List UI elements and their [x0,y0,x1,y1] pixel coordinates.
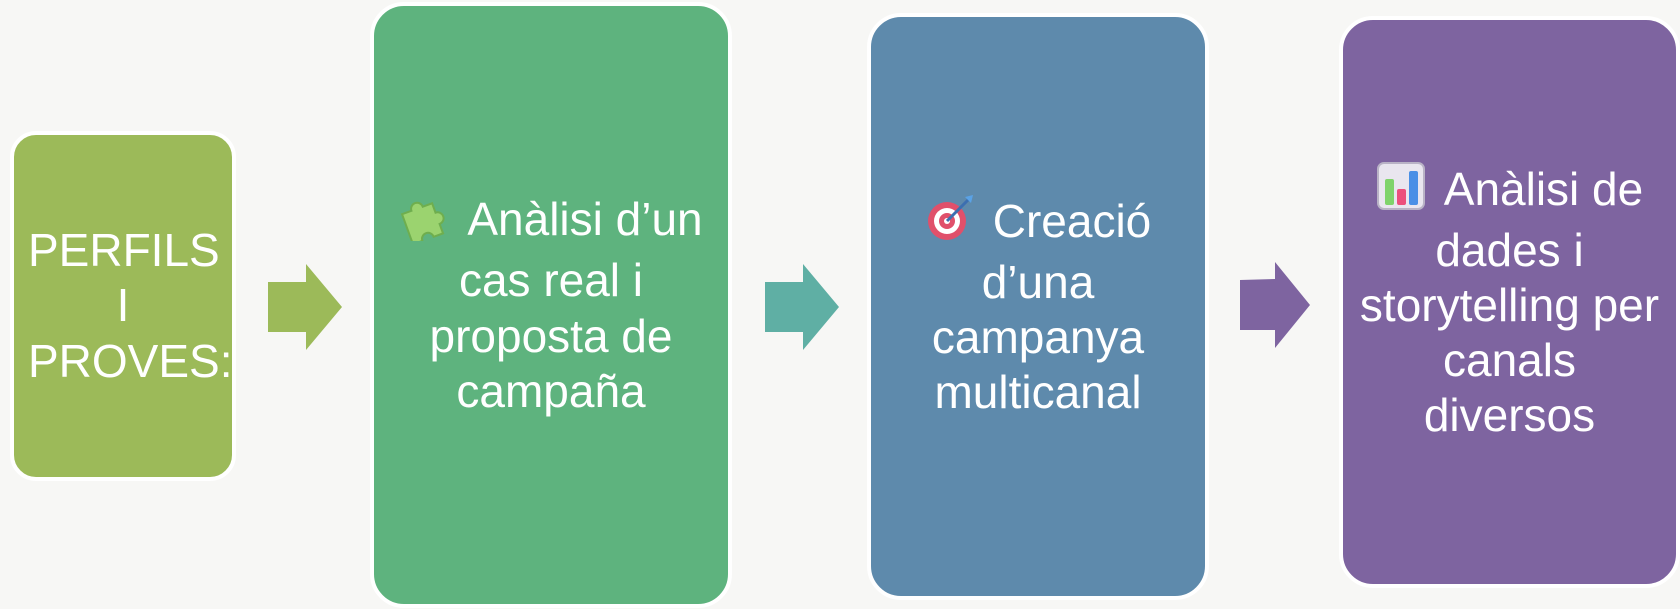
arrow-right-icon [765,264,839,350]
step-box-analisi-cas: Anàlisi d’un cas real i proposta de camp… [370,2,732,608]
step-box-perfils: PERFILS I PROVES: [10,131,236,481]
puzzle-piece-icon [399,191,449,253]
step-label: Anàlisi d’un cas real i proposta de camp… [429,193,703,417]
step-label: PERFILS I PROVES: [28,224,233,387]
bar-chart-icon [1376,161,1426,223]
step-box-campanya: Creació d’una campanya multicanal [867,13,1209,600]
arrow-right-icon [268,264,342,350]
step-box-analisi-dades: Anàlisi de dades i storytelling per cana… [1339,16,1680,588]
step-label: Creació d’una campanya multicanal [931,194,1152,419]
arrow-right-icon [1240,262,1310,348]
step-label: Anàlisi de dades i storytelling per cana… [1359,162,1660,442]
bullseye-target-icon [925,193,975,255]
